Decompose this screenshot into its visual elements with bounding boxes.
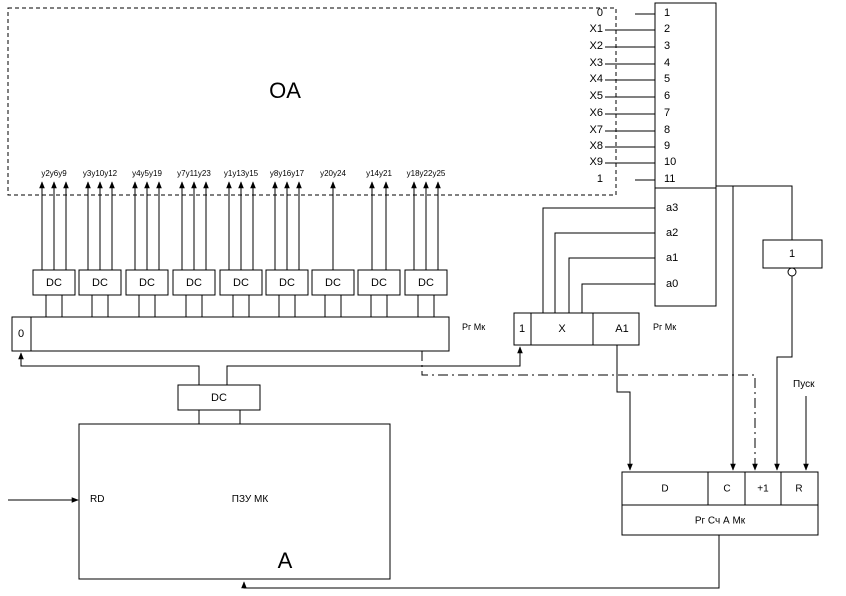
dc-label: DC — [325, 277, 341, 289]
mux-input-label: 0 — [597, 7, 603, 19]
rom-a-label: A — [278, 548, 293, 573]
signal-label: y14y21 — [366, 169, 392, 178]
rg-mk-high-register — [513, 312, 640, 346]
mux-pin-label: 9 — [664, 140, 670, 152]
mux-pin-label: 4 — [664, 57, 670, 69]
mux-input-label: X5 — [590, 90, 603, 102]
signal-label: y8y16y17 — [270, 169, 305, 178]
mux-addr-label: a2 — [666, 227, 678, 239]
dc-label: DC — [418, 277, 434, 289]
mux-input-label: 1 — [597, 173, 603, 185]
a1-to-counter-d — [616, 345, 633, 471]
mux-pin-label: 3 — [664, 40, 670, 52]
mux-input-label: X8 — [590, 140, 603, 152]
signal-label: y3y10y12 — [83, 169, 118, 178]
dc-block — [265, 269, 309, 296]
mux-addr-label: a3 — [666, 202, 678, 214]
counter-register — [621, 471, 819, 536]
dc-block — [125, 269, 169, 296]
signal-label: y20y24 — [320, 169, 346, 178]
mux-addr-label: a0 — [666, 278, 678, 290]
mux-pin-label: 5 — [664, 73, 670, 85]
rg-mk-high-a1-field: A1 — [615, 323, 628, 335]
signal-label: y7y11y23 — [177, 169, 211, 178]
dc-block — [219, 269, 263, 296]
signal-label: y1y13y15 — [224, 169, 259, 178]
rom-rd-label: RD — [90, 494, 104, 505]
mux-input-label: X7 — [590, 124, 603, 136]
mux-input-label: X3 — [590, 57, 603, 69]
rg-mk-high-x-field: X — [558, 323, 566, 335]
dc-block — [32, 269, 76, 296]
dc-block — [311, 269, 355, 296]
dc-label: DC — [279, 277, 295, 289]
signal-label: y2y6y9 — [41, 169, 67, 178]
counter-inc-field: +1 — [757, 484, 769, 495]
mux-input-label: X4 — [590, 73, 603, 85]
signal-label: y4y5y19 — [132, 169, 162, 178]
dc-to-high-register — [226, 346, 523, 385]
signal-label: y18y22y25 — [407, 169, 446, 178]
mux-input-label: X2 — [590, 40, 603, 52]
dc-block — [78, 269, 122, 296]
rom-name-label: ПЗУ МК — [232, 494, 269, 505]
dc-to-low-register — [18, 352, 200, 385]
mux-pin-label: 8 — [664, 124, 670, 136]
mux-output-lines — [716, 185, 793, 471]
mux-pin-label: 7 — [664, 107, 670, 119]
multiplexer — [654, 2, 717, 307]
rg-mk-low-register — [11, 316, 450, 352]
mux-pin-label: 1 — [664, 7, 670, 19]
rom-block — [78, 423, 391, 580]
rg-mk-low-label: Рг Мк — [462, 322, 485, 332]
dc-label: DC — [371, 277, 387, 289]
inverter-label: 1 — [789, 248, 795, 260]
dc-label: DC — [46, 277, 62, 289]
counter-to-rom — [241, 535, 720, 589]
counter-c-field: C — [723, 484, 730, 495]
oa-label: OA — [269, 78, 301, 103]
dc-label: DC — [139, 277, 155, 289]
dc-block — [357, 269, 401, 296]
rom-dc-label: DC — [211, 392, 227, 404]
start-label: Пуск — [793, 379, 815, 390]
mux-input-label: X1 — [590, 23, 603, 35]
inverter-bubble — [787, 267, 797, 277]
mux-input-label: X6 — [590, 107, 603, 119]
dc-label: DC — [186, 277, 202, 289]
oa-block — [7, 7, 617, 196]
dc-label: DC — [92, 277, 108, 289]
counter-r-field: R — [795, 484, 802, 495]
mux-pin-label: 6 — [664, 90, 670, 102]
mux-pin-label: 2 — [664, 23, 670, 35]
dc-block — [404, 269, 448, 296]
mux-addr-label: a1 — [666, 252, 678, 264]
counter-label: Рг Сч А Мк — [695, 516, 746, 527]
dc-block — [172, 269, 216, 296]
mux-input-label: X9 — [590, 156, 603, 168]
mux-pin-label: 10 — [664, 156, 676, 168]
rom-dc-block — [177, 384, 261, 411]
mux-pin-label: 11 — [664, 173, 675, 185]
rg-mk-high-label: Рг Мк — [653, 322, 676, 332]
dc-label: DC — [233, 277, 249, 289]
dashed-link — [421, 351, 758, 471]
address-lines — [542, 207, 655, 313]
inverter-to-inc — [774, 276, 793, 471]
counter-d-field: D — [661, 484, 668, 495]
rg-mk-high-field0: 1 — [519, 323, 525, 335]
rg-mk-low-field0: 0 — [18, 328, 24, 340]
